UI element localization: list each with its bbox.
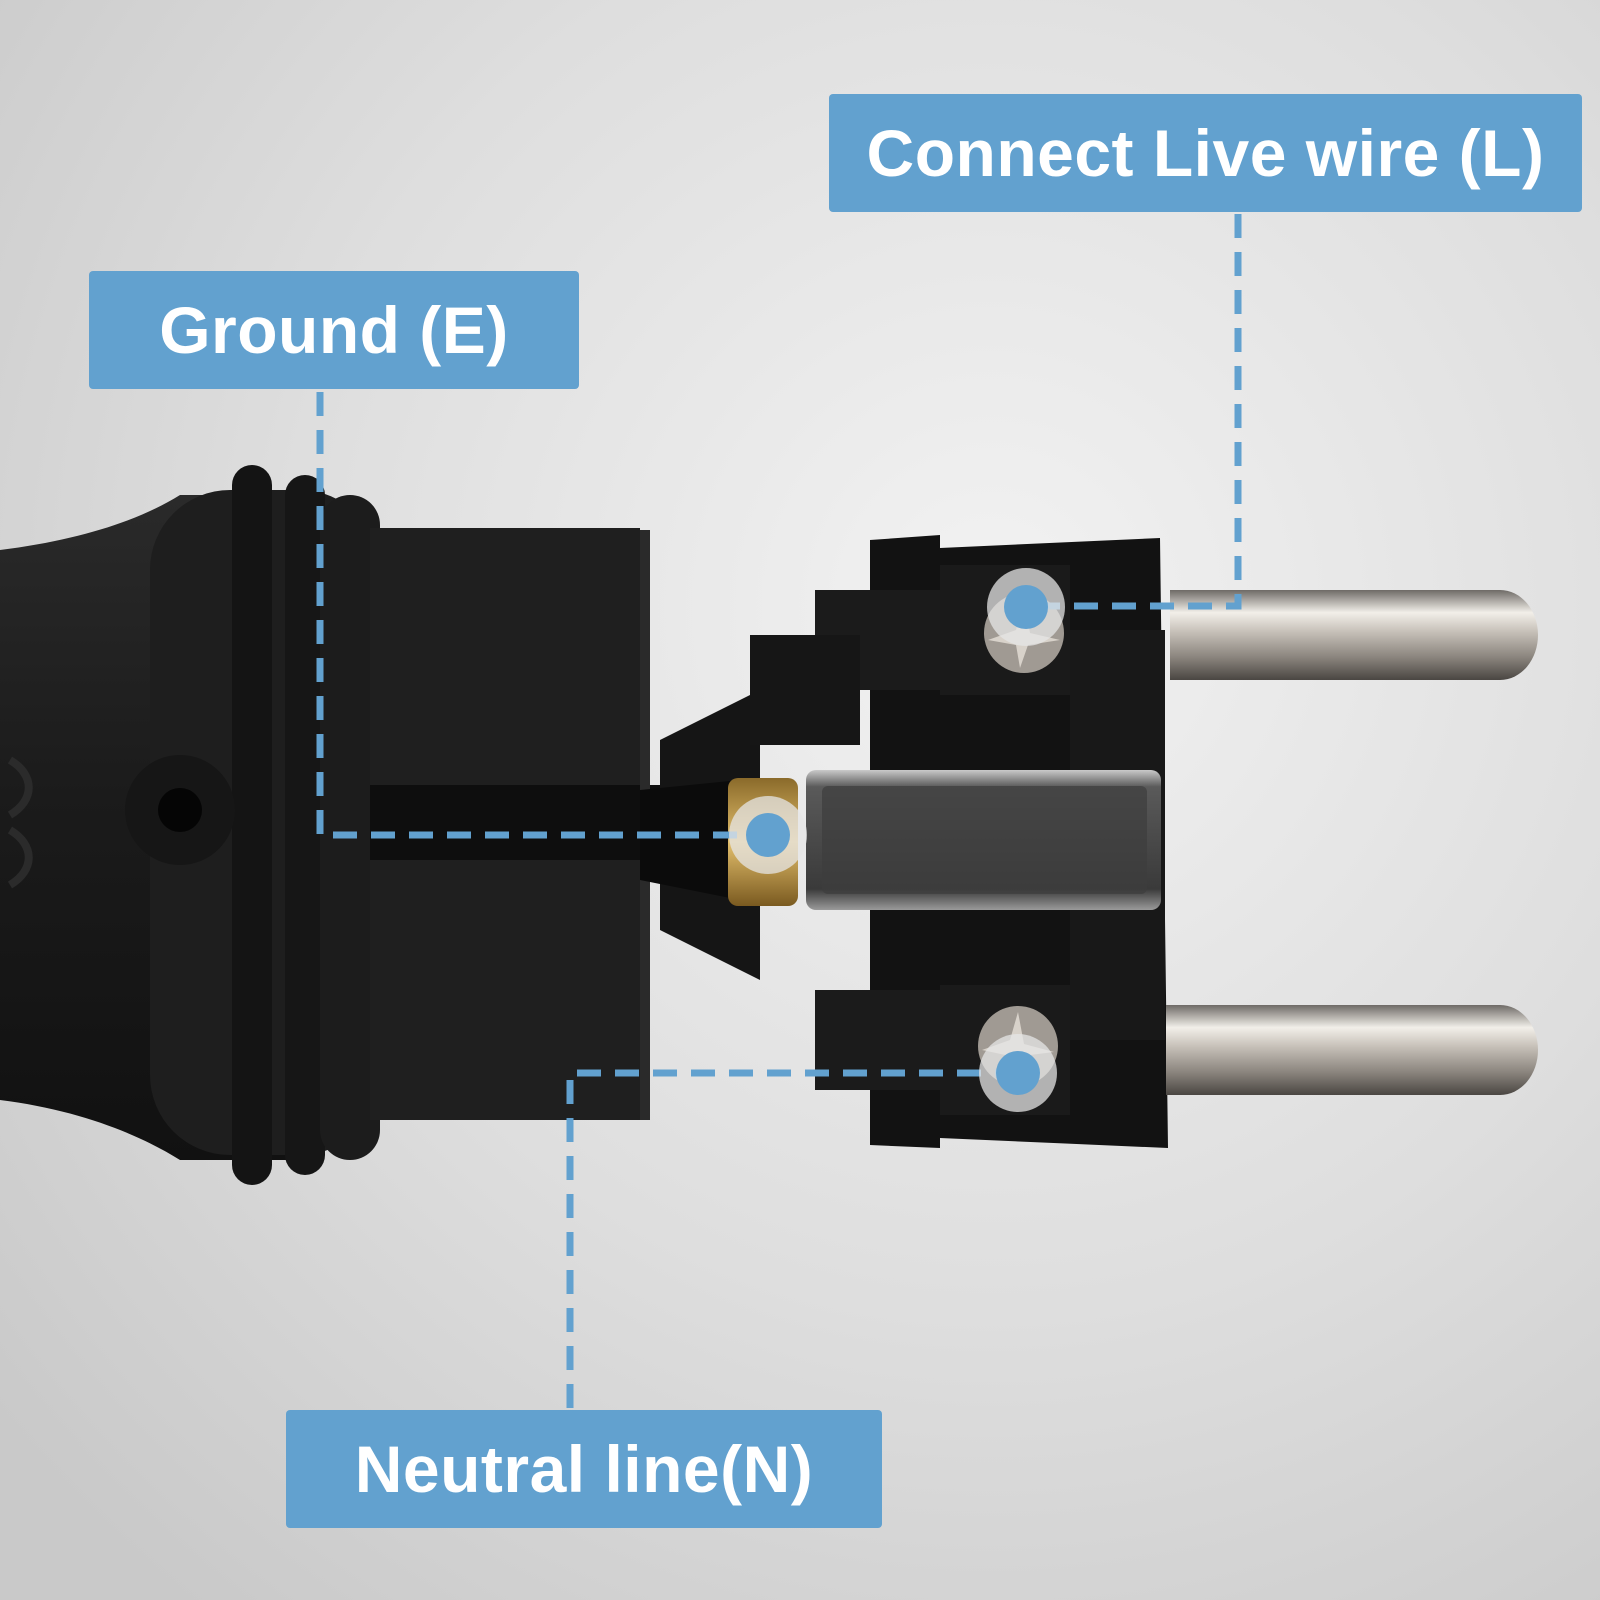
dot-icon (996, 1051, 1040, 1095)
callout-lines (316, 214, 1242, 1408)
screw-hole (158, 788, 202, 832)
ground-label: Ground (E) (89, 271, 579, 389)
seal-ring (285, 475, 325, 1175)
live-wire-label: Connect Live wire (L) (829, 94, 1582, 212)
pin-live (1170, 590, 1538, 680)
callout-line-ground (316, 392, 768, 839)
callout-line-live (1030, 214, 1242, 610)
neutral-marker (979, 1034, 1057, 1112)
live-marker (987, 568, 1065, 646)
seal-ring (232, 465, 272, 1185)
neutral-line-label: Neutral line(N) (286, 1410, 882, 1528)
pin-neutral (1166, 1005, 1538, 1095)
ground-marker (729, 796, 807, 874)
dot-icon (746, 813, 790, 857)
dot-icon (1004, 585, 1048, 629)
plug-body (0, 465, 660, 1185)
